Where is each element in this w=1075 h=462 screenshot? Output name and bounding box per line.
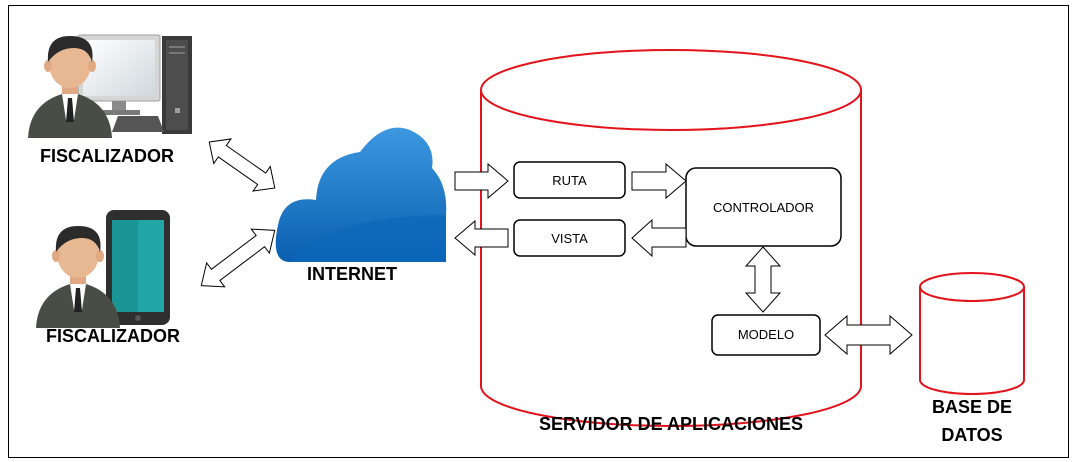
vista-box bbox=[513, 219, 626, 257]
database-label-line1: BASE DE bbox=[932, 397, 1012, 417]
database-label-line2: DATOS bbox=[941, 425, 1002, 445]
person-with-smartphone-icon bbox=[36, 210, 170, 328]
arrow-ruta-controlador bbox=[631, 162, 687, 200]
arrow-to-ruta bbox=[454, 162, 509, 200]
database-cylinder bbox=[919, 272, 1025, 395]
modelo-label: MODELO bbox=[738, 327, 794, 342]
ruta-label: RUTA bbox=[552, 173, 587, 188]
internet-label: INTERNET bbox=[307, 264, 397, 284]
arrow-controlador-vista bbox=[631, 218, 687, 258]
person-with-desktop-computer-icon bbox=[28, 34, 192, 138]
controlador-label: CONTROLADOR bbox=[713, 200, 814, 215]
app-server-label: SERVIDOR DE APLICACIONES bbox=[539, 414, 803, 434]
double-arrow-modelo-database bbox=[824, 314, 913, 356]
double-arrow-mobile-internet bbox=[200, 228, 276, 288]
double-arrow-desktop-internet bbox=[208, 138, 276, 192]
desktop-user-label: FISCALIZADOR bbox=[40, 146, 174, 166]
arrow-controlador-modelo bbox=[744, 246, 782, 313]
cloud-icon bbox=[275, 127, 447, 262]
controlador-box bbox=[685, 167, 842, 247]
mobile-user-label: FISCALIZADOR bbox=[46, 326, 180, 346]
arrow-from-vista bbox=[454, 219, 509, 257]
vista-label: VISTA bbox=[551, 231, 588, 246]
modelo-box bbox=[711, 314, 821, 356]
ruta-box bbox=[513, 161, 626, 199]
